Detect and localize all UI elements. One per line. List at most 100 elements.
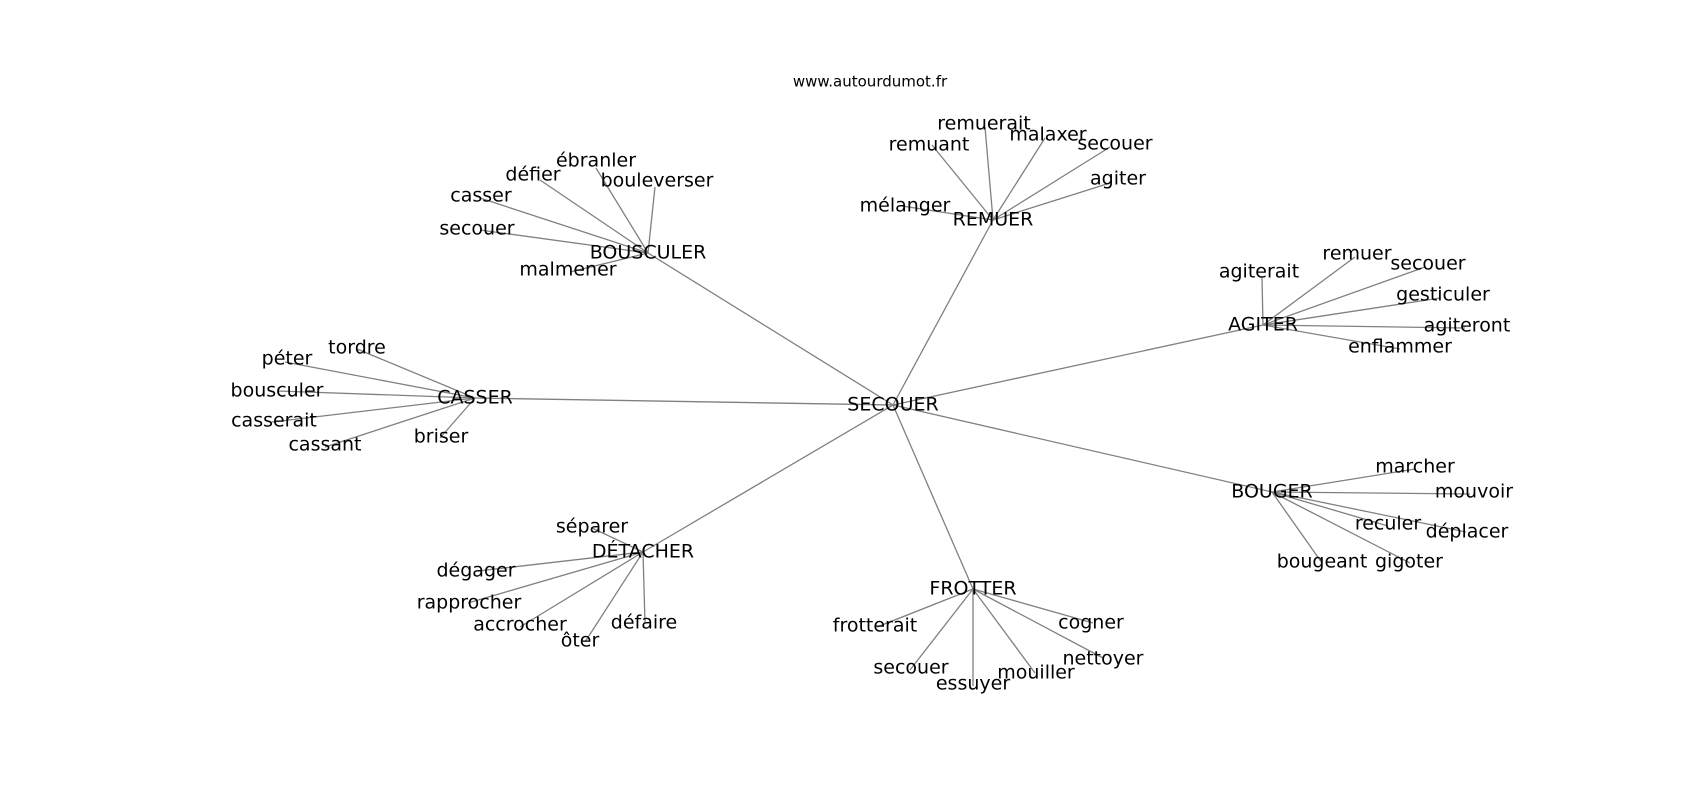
- edge-hub-to-leaf: [439, 397, 476, 439]
- hub-node-label: BOUSCULER: [590, 242, 707, 264]
- edge-hub-to-leaf: [1262, 266, 1426, 326]
- edge-hub-to-leaf: [539, 179, 649, 254]
- edge-hub-to-leaf: [1271, 468, 1416, 493]
- edge-hub-to-leaf: [595, 167, 649, 254]
- labels: www.autourdumot.fr SECOUER BOUSCULER ébran…: [231, 73, 1514, 695]
- hub-node-label: REMUER: [953, 209, 1034, 231]
- leaf-node-label: mouvoir: [1435, 481, 1513, 503]
- edges: [271, 126, 1471, 686]
- leaf-node-label: défaire: [611, 612, 677, 634]
- leaf-node-label: mouiller: [997, 662, 1075, 684]
- leaf-node-label: secouer: [1077, 133, 1152, 155]
- center-node-label: SECOUER: [847, 394, 938, 416]
- leaf-node-label: tordre: [328, 337, 386, 359]
- edge-center-to-hub: [892, 324, 1264, 406]
- edge-hub-to-leaf: [569, 252, 649, 273]
- edge-center-to-hub: [892, 404, 974, 590]
- edge-hub-to-leaf: [324, 397, 476, 448]
- hub-node-label: DÉTACHER: [592, 540, 694, 563]
- hub-node-label: BOUGER: [1231, 481, 1313, 503]
- edge-hub-to-leaf: [1261, 277, 1264, 326]
- edge-hub-to-leaf: [1271, 491, 1411, 564]
- leaf-node-label: rapprocher: [417, 592, 522, 614]
- edge-hub-to-leaf: [984, 126, 994, 221]
- edge-hub-to-leaf: [647, 186, 656, 254]
- edge-hub-to-leaf: [992, 182, 1111, 221]
- leaf-node-label: casser: [450, 185, 512, 207]
- leaf-node-label: agiteront: [1424, 315, 1511, 337]
- edge-hub-to-leaf: [1271, 491, 1471, 495]
- leaf-node-label: briser: [414, 426, 469, 448]
- leaf-node-label: enflammer: [1348, 336, 1452, 358]
- leaf-node-label: malaxer: [1009, 124, 1086, 146]
- edge-hub-to-leaf: [284, 361, 476, 399]
- leaf-node-label: défier: [505, 164, 560, 186]
- source-text: www.autourdumot.fr: [793, 73, 948, 91]
- edge-hub-to-leaf: [1271, 491, 1323, 564]
- edge-center-to-hub: [642, 404, 894, 553]
- leaf-node-label: nettoyer: [1062, 648, 1143, 670]
- edge-hub-to-leaf: [992, 137, 1046, 221]
- edge-center-to-hub: [892, 404, 1273, 493]
- leaf-node-label: cogner: [1058, 612, 1124, 634]
- edge-hub-to-leaf: [479, 229, 649, 254]
- edge-hub-to-leaf: [931, 144, 994, 221]
- edge-hub-to-leaf: [972, 588, 1104, 659]
- leaf-node-label: séparer: [556, 516, 628, 538]
- leaf-node-label: accrocher: [473, 614, 567, 636]
- edge-hub-to-leaf: [519, 551, 644, 628]
- leaf-node-label: gigoter: [1375, 551, 1443, 573]
- leaf-node-label: reculer: [1355, 513, 1422, 535]
- edge-hub-to-leaf: [467, 551, 644, 604]
- edge-hub-to-leaf: [876, 588, 974, 628]
- leaf-node-label: péter: [262, 348, 313, 370]
- leaf-node-label: gesticuler: [1396, 284, 1490, 306]
- edge-hub-to-leaf: [1262, 324, 1466, 329]
- edge-hub-to-leaf: [992, 146, 1111, 221]
- leaf-node-label: agiter: [1090, 168, 1146, 190]
- hub-node-label: AGITER: [1228, 314, 1298, 336]
- edge-hub-to-leaf: [1271, 491, 1467, 533]
- edge-center-to-hub: [892, 219, 994, 406]
- leaf-node-label: remuant: [889, 134, 970, 156]
- edge-hub-to-leaf: [1271, 491, 1389, 527]
- edge-hub-to-leaf: [972, 588, 1094, 624]
- leaf-node-label: ébranler: [556, 150, 636, 172]
- leaf-node-label: agiterait: [1219, 261, 1299, 283]
- leaf-node-label: bousculer: [231, 380, 324, 402]
- leaf-node-label: secouer: [873, 657, 948, 679]
- leaf-node-label: mélanger: [860, 195, 951, 217]
- edge-hub-to-leaf: [356, 348, 476, 399]
- edge-hub-to-leaf: [477, 551, 644, 572]
- hub-node-label: FROTTER: [929, 578, 1016, 600]
- edge-hub-to-leaf: [1262, 324, 1401, 350]
- leaf-node-label: secouer: [439, 218, 514, 240]
- edge-hub-to-leaf: [479, 197, 649, 254]
- edge-hub-to-leaf: [584, 551, 644, 643]
- leaf-node-label: dégager: [436, 560, 515, 582]
- edge-hub-to-leaf: [972, 588, 1036, 674]
- hub-node-label: CASSER: [437, 387, 513, 409]
- leaf-node-label: remuer: [1322, 243, 1391, 265]
- edge-center-to-hub: [474, 397, 894, 406]
- leaf-node-label: marcher: [1375, 456, 1455, 478]
- leaf-node-label: bougeant: [1277, 551, 1368, 573]
- edge-hub-to-leaf: [1262, 297, 1441, 326]
- edge-hub-to-leaf: [591, 527, 644, 553]
- leaf-node-label: essuyer: [936, 673, 1010, 695]
- leaf-node-label: cassant: [288, 434, 361, 456]
- leaf-node-label: malmener: [519, 259, 616, 281]
- leaf-node-label: secouer: [1390, 253, 1465, 275]
- edge-hub-to-leaf: [1262, 256, 1356, 326]
- edge-center-to-hub: [647, 252, 894, 406]
- edge-hub-to-leaf: [909, 588, 974, 671]
- leaf-node-label: ôter: [561, 630, 600, 652]
- leaf-node-label: casserait: [231, 410, 317, 432]
- leaf-node-label: remuerait: [937, 113, 1031, 135]
- leaf-node-label: déplacer: [1426, 521, 1509, 543]
- edge-hub-to-leaf: [642, 551, 646, 624]
- leaf-node-label: frotterait: [833, 615, 917, 637]
- edge-hub-to-leaf: [901, 205, 994, 221]
- leaf-node-label: bouleverser: [601, 170, 714, 192]
